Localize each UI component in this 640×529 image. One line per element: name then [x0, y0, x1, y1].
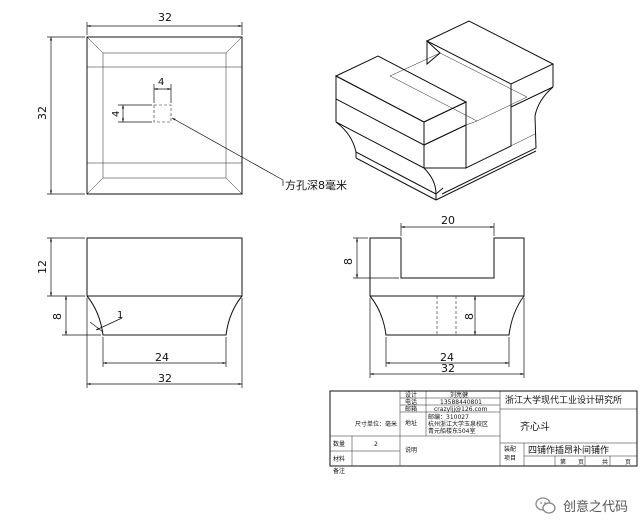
note-label: 说明: [405, 446, 417, 454]
front-total-width-dim: 32: [158, 372, 172, 385]
title-block: 尺寸单位：毫米 数量 2 材料 备注 设计 刘亮健 电话 13588440801…: [329, 390, 638, 475]
address-line-2: 杭州浙江大学玉泉校区: [428, 420, 488, 428]
email-label: 邮箱: [405, 405, 417, 413]
address-line-1: 邮编：310027: [428, 413, 469, 421]
email-value: crazyljj@126.com: [434, 406, 487, 413]
watermark-text: 创意之代码: [562, 500, 628, 515]
project-name: 四铺作插昂补间铺作: [528, 444, 609, 456]
institute-name: 浙江大学现代工业设计研究所: [505, 394, 622, 406]
address-label: 地址: [405, 419, 417, 427]
wechat-icon: [535, 496, 556, 514]
side-total-width-dim: 32: [441, 362, 455, 375]
designer-name: 刘亮健: [450, 391, 468, 399]
hole-height-dim: 4: [111, 111, 122, 117]
front-view: 12 8 1 24 32: [36, 237, 243, 388]
phone-value: 13588440801: [440, 399, 482, 406]
total-label: 共: [602, 458, 608, 466]
side-view: 20 8 8 24 32: [342, 214, 525, 378]
part-name: 齐心斗: [520, 420, 550, 433]
qty-value: 2: [374, 441, 378, 448]
front-height-bottom-dim: 8: [51, 313, 64, 320]
page-label-2: 页: [625, 459, 631, 466]
side-slot-width-dim: 20: [441, 214, 455, 227]
design-label: 设计: [405, 391, 417, 399]
top-width-dim: 32: [158, 11, 172, 24]
top-view: 32 32 4 4 方孔深8毫米: [36, 11, 347, 195]
qty-label: 数量: [333, 440, 345, 448]
hole-width-dim: 4: [158, 77, 164, 88]
hole-annotation: 方孔深8毫米: [285, 178, 347, 192]
unit-label: 尺寸单位：毫米: [355, 420, 397, 428]
watermark: 创意之代码: [535, 496, 628, 515]
assembly-label-2: 项目: [504, 455, 516, 462]
side-base-width-dim: 24: [440, 351, 454, 364]
top-height-dim: 32: [36, 106, 49, 120]
front-radius-dim: 1: [117, 310, 123, 321]
side-bottom-height-dim: 8: [463, 313, 476, 320]
isometric-view: [334, 20, 555, 201]
front-height-top-dim: 12: [36, 260, 49, 274]
address-line-3: 青元船楼东504室: [428, 427, 475, 435]
sheet-no-label: 第: [560, 458, 566, 466]
side-slot-depth-dim: 8: [342, 258, 355, 265]
front-base-width-dim: 24: [155, 351, 169, 364]
square-hole: [153, 104, 172, 123]
remark-label: 备注: [333, 467, 345, 475]
assembly-label-1: 装配: [504, 445, 516, 453]
page-label-1: 页: [578, 459, 584, 466]
material-label: 材料: [333, 455, 345, 463]
phone-label: 电话: [405, 398, 417, 406]
